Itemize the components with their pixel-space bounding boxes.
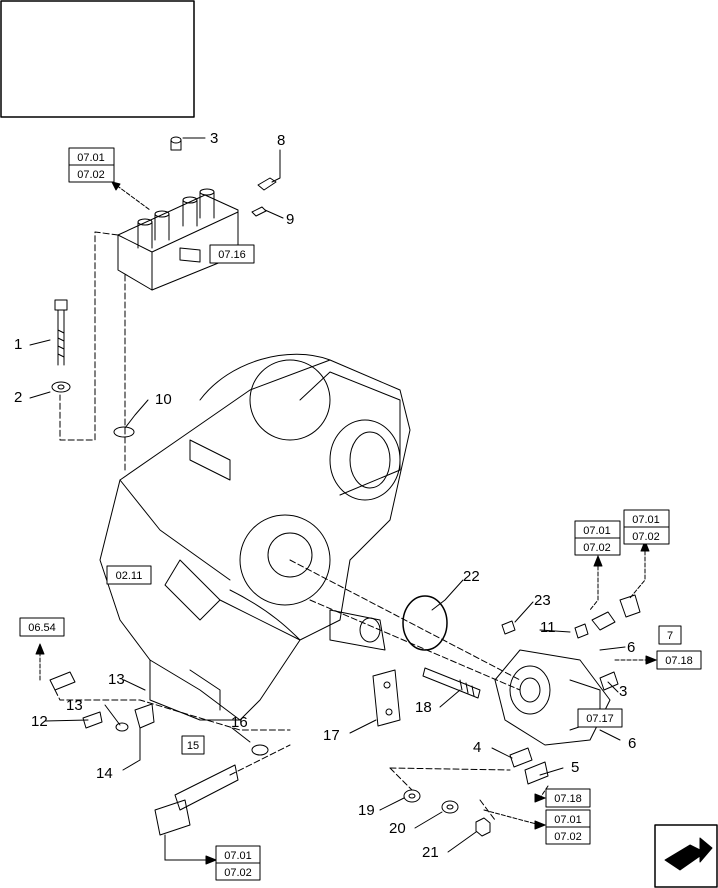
washer-19 xyxy=(403,789,421,803)
left-fittings xyxy=(49,671,269,861)
title-box xyxy=(0,0,195,118)
ref-label: 07.01 xyxy=(632,514,660,526)
callout-5: 5 xyxy=(571,759,579,776)
ref-label: 15 xyxy=(187,740,199,752)
callout-18: 18 xyxy=(415,699,432,716)
ref-box-7[interactable]: 7 xyxy=(658,625,682,645)
ref-box-0654[interactable]: 06.54 xyxy=(19,617,65,637)
callout-9: 9 xyxy=(286,211,294,228)
callout-1: 1 xyxy=(14,336,22,353)
ref-box-15[interactable]: 15 xyxy=(181,735,205,755)
ref-label: 07.18 xyxy=(554,793,582,805)
ref-label: 07.17 xyxy=(586,713,614,725)
shaft-18 xyxy=(422,667,481,699)
ref-label: 07.01 xyxy=(224,850,252,862)
ref-box-0701-0702-right-b[interactable]: 07.01 07.02 xyxy=(623,509,670,545)
callout-8: 8 xyxy=(277,132,285,149)
ref-box-0701-0702-right-a[interactable]: 07.01 07.02 xyxy=(574,520,621,556)
o-ring-10 xyxy=(113,426,135,438)
callout-16: 16 xyxy=(231,714,248,731)
assembly-line-shaft xyxy=(289,559,521,681)
callout-6-lower: 6 xyxy=(628,735,636,752)
callout-17: 17 xyxy=(323,727,340,744)
callout-11: 11 xyxy=(540,619,556,636)
ref-box-0701-0702-top[interactable]: 07.01 07.02 xyxy=(68,147,115,183)
bolt-and-washer xyxy=(51,299,71,393)
washer-20 xyxy=(441,800,459,814)
callout-13: 13 xyxy=(108,671,125,688)
callout-2: 2 xyxy=(14,389,22,406)
ref-box-0716[interactable]: 07.16 xyxy=(209,244,255,264)
ref-box-0701-0702-bottom-right[interactable]: 07.01 07.02 xyxy=(545,809,591,845)
callout-12: 12 xyxy=(31,713,48,730)
ref-label: 07.01 xyxy=(583,525,611,537)
reference-arrows xyxy=(35,181,657,865)
callout-21: 21 xyxy=(422,844,439,861)
ref-label: 07.02 xyxy=(583,542,611,554)
ref-label: 06.54 xyxy=(28,622,56,634)
ref-label: 7 xyxy=(667,630,673,642)
o-ring-22 xyxy=(402,595,448,651)
ref-label: 07.18 xyxy=(665,655,693,667)
callout-3-right: 3 xyxy=(619,683,627,700)
callout-14: 14 xyxy=(96,765,113,782)
valve-block xyxy=(117,136,277,291)
ref-label: 07.02 xyxy=(224,867,252,879)
ref-box-0717[interactable]: 07.17 xyxy=(577,708,623,728)
assembly-line-pump xyxy=(309,599,521,691)
callout-3: 3 xyxy=(210,130,218,147)
next-page-arrow-icon xyxy=(654,824,718,888)
ref-label: 07.02 xyxy=(77,169,105,181)
ref-label: 07.02 xyxy=(632,531,660,543)
ref-label: 07.01 xyxy=(77,152,105,164)
ref-box-0718-upper[interactable]: 07.18 xyxy=(656,650,702,670)
gearbox-housing xyxy=(99,353,411,721)
callout-10: 10 xyxy=(155,391,172,408)
callout-6: 6 xyxy=(627,639,635,656)
bracket-17 xyxy=(372,669,401,727)
assembly-line-left xyxy=(59,231,119,441)
ref-box-0211[interactable]: 02.11 xyxy=(106,565,152,585)
ref-box-0718-lower[interactable]: 07.18 xyxy=(545,788,591,808)
callout-13-lower: 13 xyxy=(66,697,83,714)
leader-lines xyxy=(29,137,626,853)
ref-label: 07.01 xyxy=(554,814,582,826)
nut-21 xyxy=(475,817,491,837)
ref-label: 07.02 xyxy=(554,831,582,843)
ref-box-0701-0702-bottom-left[interactable]: 07.01 07.02 xyxy=(215,845,261,881)
ref-label: 02.11 xyxy=(116,570,143,582)
callout-numbers: 3 8 9 1 2 10 22 23 11 6 3 6 4 5 17 18 19… xyxy=(14,130,636,861)
callout-19: 19 xyxy=(358,802,375,819)
ref-label: 07.16 xyxy=(218,249,246,261)
callout-23: 23 xyxy=(534,592,551,609)
callout-22: 22 xyxy=(463,568,480,585)
callout-4: 4 xyxy=(473,739,481,756)
callout-20: 20 xyxy=(389,820,406,837)
fittings xyxy=(501,620,619,785)
